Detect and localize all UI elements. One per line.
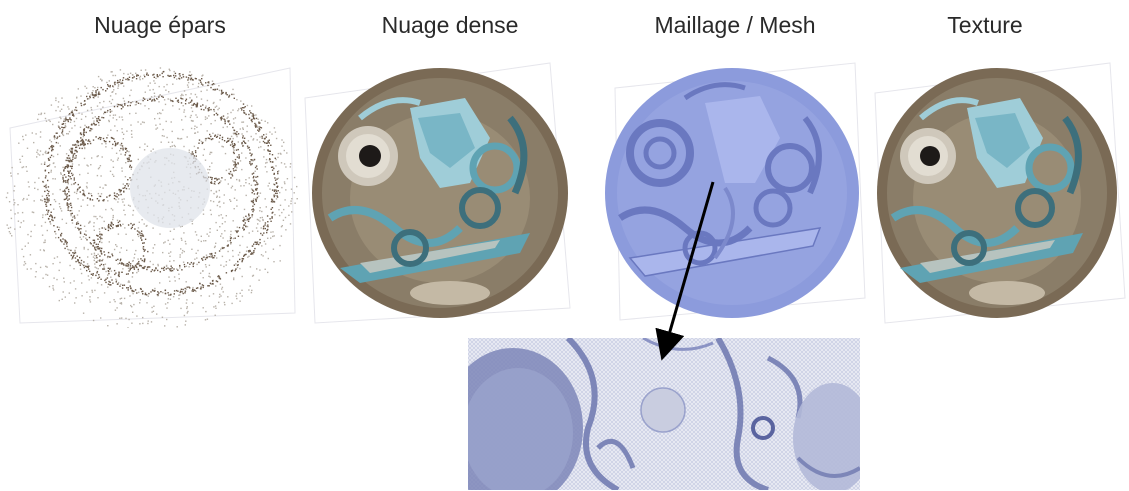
dense-cloud-panel bbox=[300, 58, 575, 328]
sparse-cloud-panel bbox=[0, 58, 300, 328]
title-sparse-cloud: Nuage épars bbox=[80, 12, 240, 39]
title-mesh: Maillage / Mesh bbox=[630, 12, 840, 39]
detail-center-disk bbox=[641, 388, 685, 432]
texture-hoard bbox=[877, 68, 1117, 318]
texture-panel bbox=[865, 58, 1129, 328]
sparse-center-disk bbox=[130, 148, 210, 228]
sparse-cloud-image bbox=[0, 58, 300, 328]
mesh-hoard bbox=[605, 68, 859, 318]
mesh-panel bbox=[585, 58, 870, 328]
title-texture: Texture bbox=[925, 12, 1045, 39]
mesh-detail-panel bbox=[468, 338, 860, 490]
mesh-image bbox=[585, 58, 870, 328]
mesh-detail-image bbox=[468, 338, 860, 490]
dense-hoard bbox=[312, 68, 568, 318]
texture-image bbox=[865, 58, 1129, 328]
dense-cloud-image bbox=[300, 58, 575, 328]
title-dense-cloud: Nuage dense bbox=[365, 12, 535, 39]
